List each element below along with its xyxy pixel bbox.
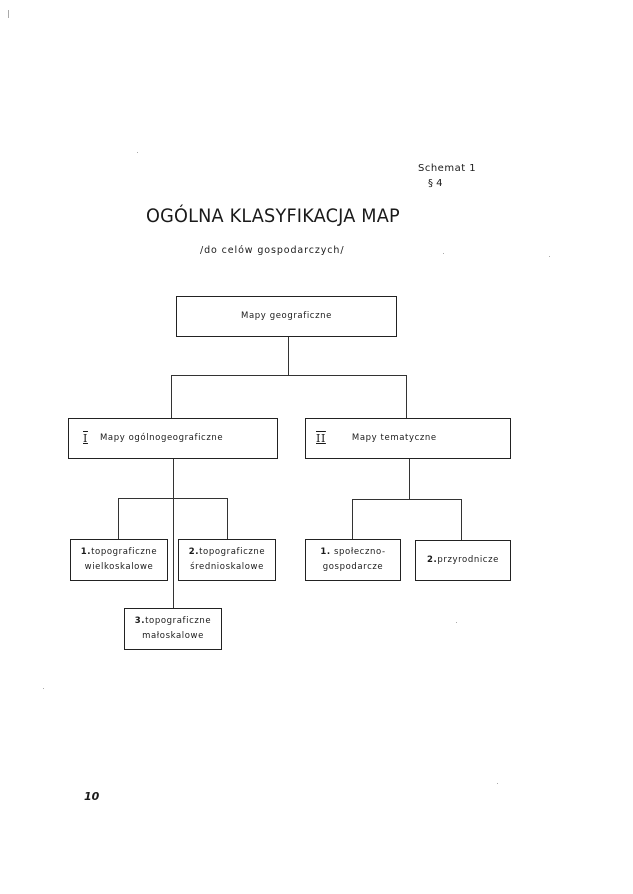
scan-speck xyxy=(456,622,457,623)
paragraph-reference: § 4 xyxy=(428,178,443,189)
connector-to-leaf-1-1 xyxy=(118,498,119,540)
connector-to-leaf-1-2 xyxy=(227,498,228,540)
leaf-2-2-node: 2.przyrodnicze xyxy=(415,540,511,581)
scan-speck xyxy=(8,10,9,18)
leaf-2-2-number: 2. xyxy=(427,555,438,565)
leaf-2-1-node: 1. społeczno- gospodarcze xyxy=(305,539,401,581)
connector-root-down xyxy=(288,336,289,376)
leaf-2-1-number: 1. xyxy=(320,547,331,557)
scan-speck xyxy=(497,783,498,784)
scan-speck xyxy=(549,256,550,257)
connector-to-leaf-2-1 xyxy=(352,499,353,539)
branch-2-roman: II xyxy=(316,432,326,445)
scan-speck xyxy=(43,688,44,689)
leaf-1-3-line1: topograficzne xyxy=(145,616,212,626)
leaf-1-2-line1: topograficzne xyxy=(199,547,266,557)
root-node-label: Mapy geograficzne xyxy=(241,311,332,321)
connector-branch-1-horizontal xyxy=(118,498,228,499)
connector-to-branch-2 xyxy=(406,375,407,419)
connector-branch-2-horizontal xyxy=(352,499,462,500)
scan-speck xyxy=(137,152,138,153)
connector-branch-1-down xyxy=(173,458,174,608)
leaf-2-1-line1: społeczno- xyxy=(334,547,386,557)
leaf-1-2-node: 2.topograficzne średnioskalowe xyxy=(178,539,276,581)
leaf-1-2-line2: średnioskalowe xyxy=(190,562,264,572)
leaf-1-3-line2: małoskalowe xyxy=(142,631,204,641)
page-number: 10 xyxy=(84,790,100,803)
leaf-1-1-node: 1.topograficzne wielkoskalowe xyxy=(70,539,168,581)
page-title: OGÓLNA KLASYFIKACJA MAP xyxy=(146,205,400,227)
branch-1-node: I Mapy ogólnogeograficzne xyxy=(68,418,278,459)
leaf-2-2-label: przyrodnicze xyxy=(437,555,499,565)
leaf-1-3-number: 3. xyxy=(134,616,146,626)
leaf-2-1-line2: gospodarcze xyxy=(322,562,384,572)
branch-1-roman: I xyxy=(83,432,88,445)
connector-to-leaf-2-2 xyxy=(461,499,462,541)
leaf-1-1-line2: wielkoskalowe xyxy=(84,562,154,572)
connector-branch-2-down xyxy=(409,458,410,500)
connector-root-horizontal xyxy=(171,375,407,376)
branch-2-node: II Mapy tematyczne xyxy=(305,418,511,459)
scan-speck xyxy=(443,253,444,254)
leaf-1-3-node: 3.topograficzne małoskalowe xyxy=(124,608,222,650)
leaf-1-2-number: 2. xyxy=(188,547,200,557)
page-subtitle: /do celów gospodarczych/ xyxy=(200,245,345,256)
leaf-1-1-number: 1. xyxy=(80,547,92,557)
branch-1-label: Mapy ogólnogeograficzne xyxy=(99,433,224,443)
schema-label: Schemat 1 xyxy=(418,163,477,174)
leaf-1-1-line1: topograficzne xyxy=(91,547,158,557)
branch-2-label: Mapy tematyczne xyxy=(351,433,437,443)
root-node: Mapy geograficzne xyxy=(176,296,397,337)
connector-to-branch-1 xyxy=(171,375,172,419)
